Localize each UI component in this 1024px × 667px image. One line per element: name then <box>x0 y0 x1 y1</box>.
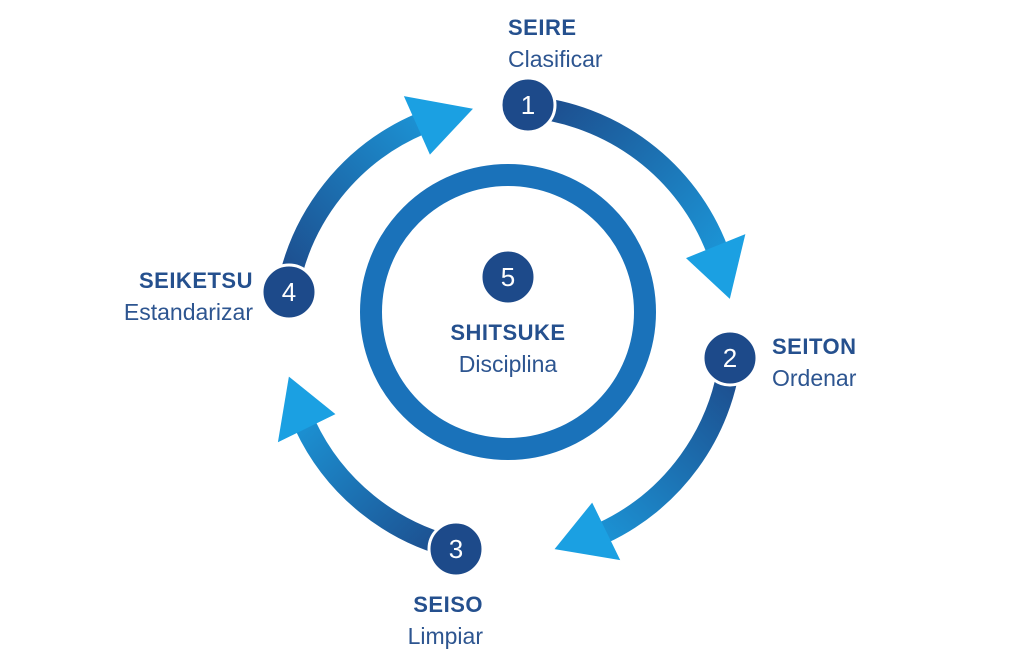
badge-circle <box>499 76 557 134</box>
step-3-badge: 3 <box>427 520 485 578</box>
badge-number: 2 <box>723 343 737 373</box>
step-3-label: SEISO Limpiar <box>408 594 483 648</box>
arrow-4-to-1 <box>276 113 425 294</box>
badge-circle <box>479 248 537 306</box>
step-1-label: SEIRE Clasificar <box>508 17 603 71</box>
arrow-3-to-4 <box>295 419 461 559</box>
badge-circle <box>260 263 318 321</box>
step-4-title: SEIKETSU <box>138 268 253 293</box>
arrowhead-2 <box>554 502 621 561</box>
badge-number: 1 <box>521 90 535 120</box>
step-5-subtitle: Disciplina <box>458 351 558 377</box>
step-5-label: SHITSUKE Disciplina <box>408 322 608 376</box>
step-1-subtitle: Clasificar <box>508 46 603 72</box>
step-5-title: SHITSUKE <box>450 320 566 345</box>
step-1-title: SEIRE <box>508 15 577 40</box>
step-4-badge: 4 <box>260 263 318 321</box>
step-2-badge: 2 <box>701 329 759 387</box>
step-3-subtitle: Limpiar <box>407 623 483 649</box>
arrowhead-1 <box>686 234 746 299</box>
step-4-subtitle: Estandarizar <box>123 299 253 325</box>
badge-number: 4 <box>282 277 296 307</box>
step-2-label: SEITON Ordenar <box>772 336 857 390</box>
step-1-badge: 1 <box>499 76 557 134</box>
center-ring <box>360 164 656 460</box>
step-5-badge: 5 <box>479 248 537 306</box>
badge-number: 3 <box>449 534 463 564</box>
step-2-subtitle: Ordenar <box>772 365 857 391</box>
arrow-1-to-2 <box>526 95 728 254</box>
step-2-title: SEITON <box>772 334 857 359</box>
step-4-label: SEIKETSU Estandarizar <box>124 270 253 324</box>
badge-circle <box>701 329 759 387</box>
step-3-title: SEISO <box>413 592 483 617</box>
arrowhead-3 <box>277 376 336 443</box>
arrowhead-4 <box>403 96 473 155</box>
badge-number: 5 <box>501 262 515 292</box>
arrow-2-to-3 <box>597 355 742 543</box>
badge-circle <box>427 520 485 578</box>
